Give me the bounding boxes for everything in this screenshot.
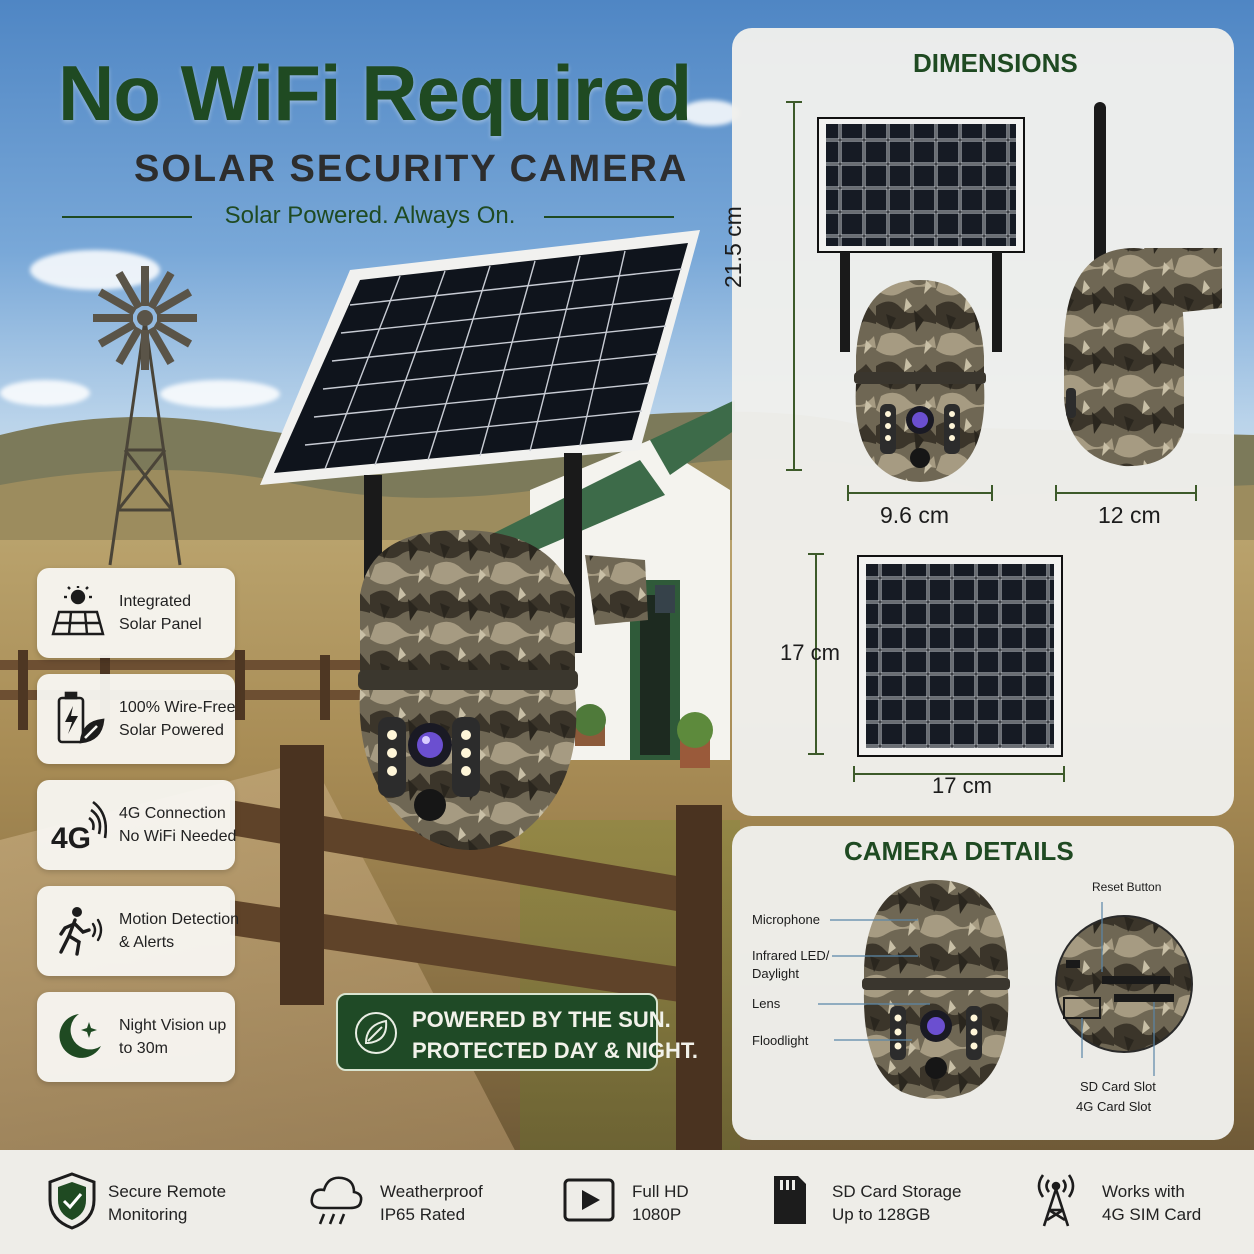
solar-panel-icon: [49, 584, 107, 642]
play-icon: [562, 1172, 615, 1230]
panel-width-label: 17 cm: [932, 773, 992, 798]
width-dimension-line: [847, 485, 993, 501]
floodlight-label: Floodlight: [752, 1033, 809, 1048]
callout-lines: [818, 919, 930, 1041]
cloud: [160, 380, 280, 408]
cloud: [30, 250, 160, 290]
panel-height-dimension-line: [808, 553, 824, 755]
reset-button-label: Reset Button: [1092, 880, 1162, 894]
depth-dimension-line: [1055, 485, 1197, 501]
camera-hero-image: [260, 230, 700, 850]
cloud-rain-icon: [308, 1172, 363, 1230]
feature-label: Motion Detection& Alerts: [119, 911, 240, 951]
moon-star-icon: [49, 1008, 107, 1066]
divider: [544, 216, 674, 218]
infrared-label-line-2: Daylight: [752, 966, 799, 981]
tagline: Solar Powered. Always On.: [224, 202, 516, 229]
cloud: [680, 100, 740, 126]
wooden-fence: [0, 650, 722, 1150]
microphone-label: Microphone: [752, 912, 820, 927]
camera-side-view: [1064, 102, 1222, 467]
camera-details-panel: CAMERA DETAILS Microphone Infrared LED/ …: [732, 826, 1234, 1140]
solar-panel-front-view: [857, 555, 1063, 757]
running-person-icon: [49, 902, 107, 960]
antenna-tower-icon: [1032, 1172, 1084, 1230]
promo-line-1: POWERED BY THE SUN.: [412, 1007, 671, 1032]
page-subtitle: SOLAR SECURITY CAMERA: [134, 148, 689, 190]
depth-label: 12 cm: [1098, 502, 1161, 528]
cloud: [0, 380, 90, 406]
tagline-row: Solar Powered. Always On.: [62, 200, 674, 234]
card-slot-closeup: [1055, 902, 1193, 1076]
windmill: [93, 266, 197, 566]
feature-card-motion: Motion Detection& Alerts: [37, 886, 240, 976]
divider: [62, 216, 192, 218]
4g-card-slot-label: 4G Card Slot: [1076, 1099, 1152, 1114]
panel-width-dimension-line: [853, 766, 1065, 782]
sd-card-icon: [770, 1172, 822, 1230]
page-title: No WiFi Required: [58, 49, 692, 137]
4g-signal-icon: 4G: [49, 796, 107, 854]
promo-line-2: PROTECTED DAY & NIGHT.: [412, 1038, 699, 1063]
shield-check-icon: [46, 1172, 98, 1230]
promo-banner: POWERED BY THE SUN. PROTECTED DAY & NIGH…: [336, 993, 698, 1071]
camera-front-view: [817, 117, 1025, 482]
dimensions-panel: DIMENSIONS 21.5 cm 9.6 cm 12 cm: [720, 28, 1234, 816]
height-label: 21.5 cm: [720, 206, 746, 288]
camera-details-heading: CAMERA DETAILS: [844, 836, 1074, 866]
height-dimension-line: [786, 101, 802, 471]
panel-height-label: 17 cm: [780, 640, 840, 665]
battery-leaf-icon: [49, 690, 107, 748]
lens-label: Lens: [752, 996, 781, 1011]
4g-badge: 4G: [51, 822, 91, 854]
bottom-feature-bar: [0, 1150, 1254, 1254]
dimensions-heading: DIMENSIONS: [913, 48, 1078, 78]
sd-card-slot-label: SD Card Slot: [1080, 1079, 1156, 1094]
leaf-icon: [355, 1012, 397, 1054]
width-label: 9.6 cm: [880, 502, 950, 528]
infrared-label-line-1: Infrared LED/: [752, 948, 830, 963]
